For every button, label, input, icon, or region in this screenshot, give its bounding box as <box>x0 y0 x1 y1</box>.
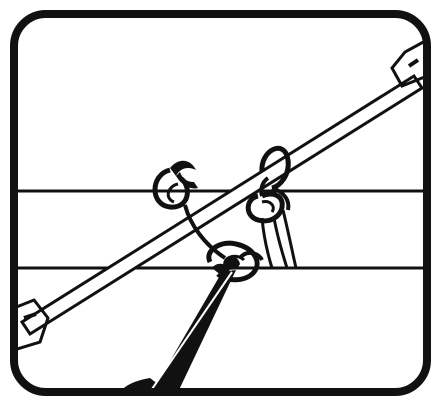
knot-diagram <box>0 0 439 406</box>
illustration-canvas <box>0 0 439 406</box>
